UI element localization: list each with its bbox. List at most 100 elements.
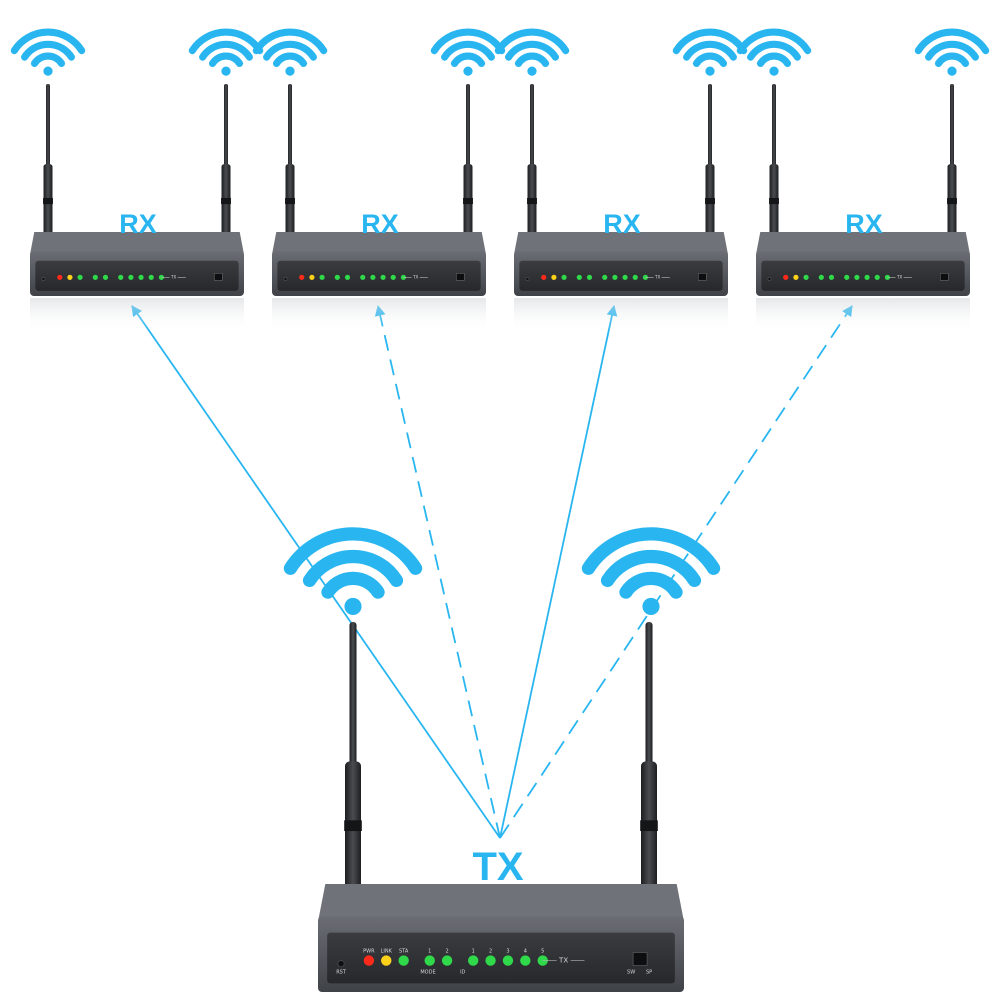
status-led [381,955,392,966]
status-led [309,274,315,280]
status-led [576,274,582,280]
device-body: TX [756,232,970,296]
antenna-icon [221,84,231,238]
antenna-icon [527,84,537,238]
wifi-dot [221,66,231,76]
wifi-arc [430,28,506,55]
led-label: 2 [446,948,449,954]
switch-label: SP [646,970,652,976]
dip-switch [214,273,223,281]
status-led [602,274,608,280]
status-led [622,274,628,280]
status-led [102,274,109,280]
wifi-arc [208,52,244,68]
panel-tx-tag: TX [412,275,418,280]
led-label: 3 [506,948,509,954]
rx-label: RX [603,209,641,239]
dip-switch [940,273,949,281]
panel-tx-tag: TX [654,275,660,280]
reset-hole [337,960,345,968]
status-led [612,274,618,280]
status-led [467,955,479,966]
status-led [398,955,409,966]
status-led [828,274,835,280]
wifi-signal-icon [494,28,570,76]
led-label: 2 [489,948,492,954]
status-led [485,955,496,966]
led-label: STA [399,948,409,954]
dip-switch [456,273,465,281]
status-led [551,274,557,280]
device-top [318,884,684,922]
front-panel [327,932,675,984]
status-led [299,274,305,280]
led-label: PWR [363,948,375,954]
status-led [67,274,73,280]
device-top [30,232,244,255]
device-top [514,232,728,255]
wifi-dot [344,597,362,616]
status-led [854,274,860,280]
reset-label: RST [336,970,347,976]
reflection [30,298,244,332]
wifi-dot [769,66,779,76]
signal-link-arrow [499,305,853,839]
panel-tx-tag: TX [896,275,902,280]
reflection [756,298,970,332]
reset-hole [283,277,288,281]
antenna-icon [640,622,658,890]
wifi-arc [321,571,385,599]
status-led [92,274,98,280]
wifi-arc [505,40,559,61]
wifi-arc [188,28,264,55]
status-led [370,274,376,280]
status-led [632,274,638,280]
wifi-arc [600,549,702,588]
wifi-dot [705,66,715,76]
wifi-arc [10,28,86,55]
wifi-signal-icon [672,28,748,76]
panel-tx-tag: TX [170,275,176,280]
status-led [874,274,880,280]
reset-hole [525,277,530,281]
device-top [756,232,970,255]
status-led [57,274,63,280]
reset-hole [41,277,46,281]
status-led [390,274,396,280]
status-led [148,274,154,280]
rx-label: RX [119,209,157,239]
reflection [272,298,486,332]
led-label: LINK [381,948,393,954]
antenna-icon [43,84,53,238]
panel-tx-tag: TX [558,957,568,965]
device-top [272,232,486,255]
wifi-signal-icon [914,28,990,76]
front-panel [519,260,723,291]
status-led [502,955,514,966]
antenna-icon [947,84,957,238]
rx-label: RX [845,209,883,239]
wifi-arc [514,52,550,68]
wifi-arc [756,52,792,68]
tx-label: TX [472,845,523,889]
switch-label: SW [627,970,635,976]
status-led [864,274,870,280]
wifi-arc [619,571,683,599]
status-led [520,955,531,966]
wifi-dot [947,66,957,76]
wifi-signal-icon [581,527,721,616]
status-led [380,274,386,280]
device-body: TX [272,232,486,296]
front-panel [761,260,965,291]
wifi-arc [925,40,979,61]
wifi-arc [252,28,328,55]
status-led [818,274,824,280]
antenna-icon [285,84,295,238]
wifi-arc [199,40,253,61]
status-led [561,274,567,280]
status-led [334,274,340,280]
reflection [514,298,728,332]
receiver-unit: TX RX [494,28,748,332]
wifi-arc [263,40,317,61]
